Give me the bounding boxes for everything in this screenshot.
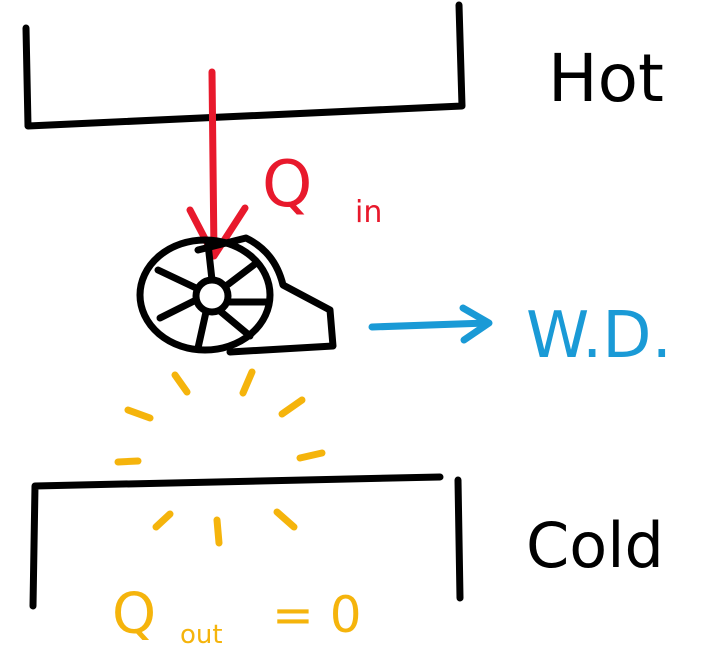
cold-label: Cold bbox=[526, 509, 664, 582]
work-done-arrow bbox=[368, 304, 493, 344]
heat-in-arrow bbox=[186, 68, 249, 260]
cold-reservoir bbox=[29, 473, 464, 610]
hot-reservoir bbox=[22, 1, 466, 130]
q-in-label: Q bbox=[262, 148, 312, 222]
turbine-icon bbox=[136, 234, 337, 356]
work-done-label: W.D. bbox=[526, 299, 672, 373]
hot-label: Hot bbox=[548, 40, 664, 117]
q-out-subscript: out bbox=[180, 620, 223, 650]
q-out-label: Q bbox=[112, 582, 156, 647]
heat-out-glow bbox=[114, 368, 326, 547]
q-in-subscript: in bbox=[355, 195, 382, 230]
q-out-value: = 0 bbox=[272, 586, 362, 644]
